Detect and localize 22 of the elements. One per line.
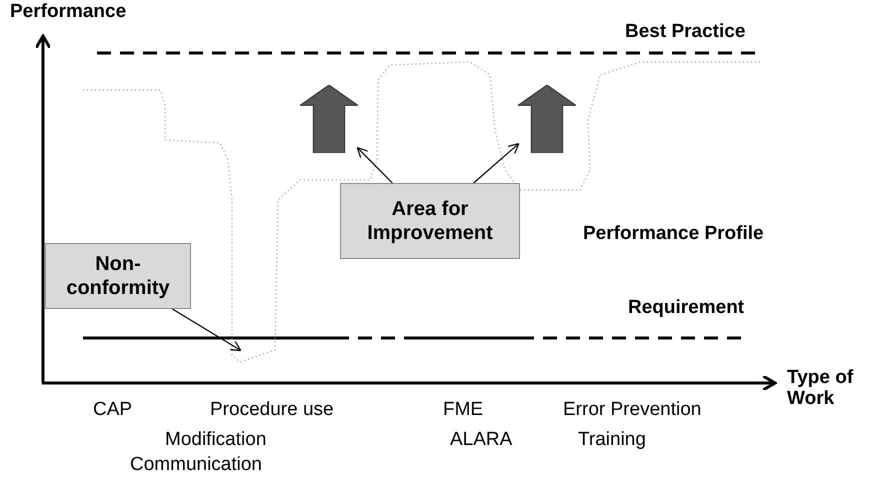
category-label: Error Prevention <box>563 400 702 421</box>
callout-text: Area for Improvement <box>366 197 494 245</box>
leader-line <box>172 308 242 352</box>
line-label: Performance Profile <box>583 224 764 245</box>
category-label: CAP <box>93 400 132 421</box>
category-label: Training <box>578 430 646 451</box>
line-label: Best Practice <box>625 22 746 43</box>
block-arrow <box>518 85 576 153</box>
line-label: Requirement <box>628 298 744 319</box>
leader-line <box>356 146 393 184</box>
category-label: Communication <box>130 455 262 476</box>
category-label: FME <box>443 400 484 421</box>
callout-text: Non-conformity <box>65 252 171 300</box>
callout-box <box>45 243 191 309</box>
category-label: ALARA <box>450 430 512 451</box>
callout-box <box>340 183 520 259</box>
leader-line <box>473 143 520 184</box>
category-label: Modification <box>165 430 266 451</box>
axis-label: Type of Work <box>787 368 854 410</box>
category-label: Procedure use <box>210 400 334 421</box>
axis-label: Performance <box>10 2 126 23</box>
block-arrow <box>300 85 358 153</box>
